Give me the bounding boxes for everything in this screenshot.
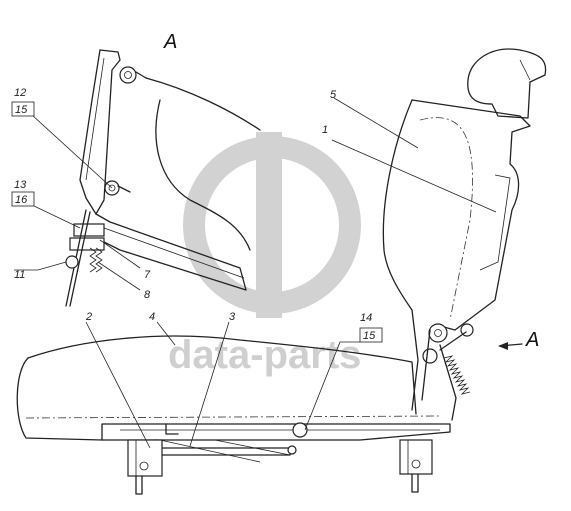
callout-14: 14 — [360, 312, 372, 324]
callout-16-box: 16 — [11, 191, 35, 207]
callout-15-box-top: 15 — [11, 101, 35, 117]
callout-4: 4 — [149, 311, 155, 323]
callout-8: 8 — [144, 289, 151, 301]
callout-11: 11 — [14, 269, 25, 281]
detail-view-a — [65, 49, 261, 307]
callout-7: 7 — [144, 269, 151, 281]
view-arrow-a: A — [498, 329, 539, 351]
callout-1: 1 — [322, 124, 328, 136]
watermark-text: data-parts — [168, 333, 361, 377]
callout-15-top: 15 — [15, 104, 28, 116]
watermark: data-parts — [168, 132, 361, 377]
callout-16: 16 — [15, 194, 28, 206]
callout-15-right: 15 — [363, 330, 376, 342]
seat-main-view — [16, 48, 547, 495]
callout-12: 12 — [14, 87, 26, 99]
view-label-a-top: A — [163, 31, 177, 53]
callout-2: 2 — [85, 311, 92, 323]
view-label-a-arrow: A — [525, 329, 539, 351]
callout-5: 5 — [330, 89, 337, 101]
callout-15-box-right: 15 — [359, 327, 383, 343]
callout-13: 13 — [14, 179, 27, 191]
callout-3: 3 — [229, 311, 236, 323]
